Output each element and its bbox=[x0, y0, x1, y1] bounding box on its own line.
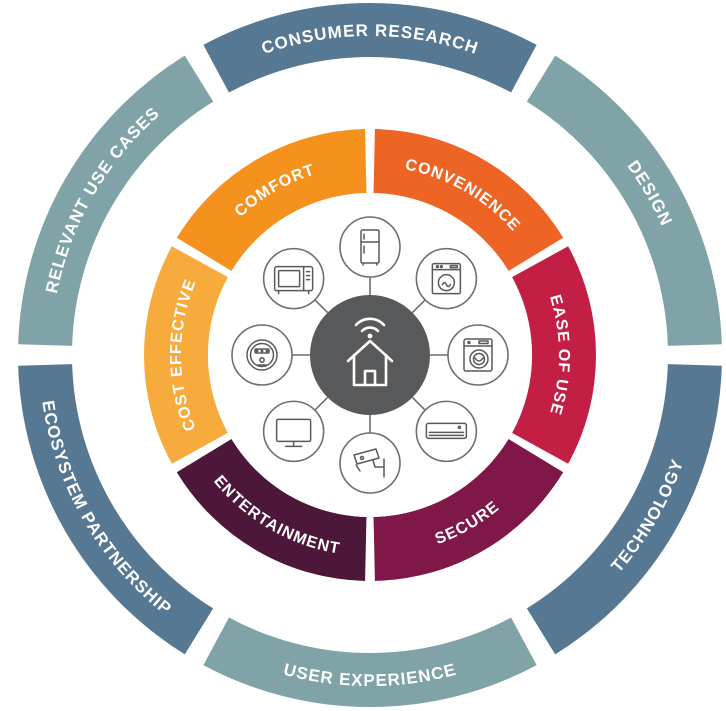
inner-segment-secure bbox=[373, 439, 564, 581]
device-icons bbox=[231, 216, 509, 494]
air-conditioner-device bbox=[415, 400, 478, 463]
device-spokes bbox=[292, 277, 448, 433]
outer-segment-relevant-use-cases bbox=[18, 55, 214, 346]
outer-segment-design bbox=[526, 55, 722, 346]
device-circle bbox=[262, 400, 325, 463]
outer-segment-user-experience bbox=[203, 617, 537, 707]
inner-segment-cost-effective bbox=[144, 246, 228, 464]
inner-segment-convenience bbox=[373, 129, 564, 271]
device-circle bbox=[415, 400, 478, 463]
outer-segment-consumer-research bbox=[203, 2, 537, 93]
spoke-line bbox=[411, 299, 426, 314]
smart-home-wifi-icon bbox=[346, 317, 394, 387]
spoke-line bbox=[314, 299, 329, 314]
microwave-device bbox=[262, 247, 325, 310]
air-conditioner-icon bbox=[425, 422, 468, 440]
dishwasher-icon bbox=[431, 262, 462, 295]
device-circle bbox=[339, 432, 401, 494]
spoke-line bbox=[314, 396, 329, 411]
device-circle bbox=[262, 247, 325, 310]
inner-segment-comfort bbox=[176, 129, 367, 271]
television-device bbox=[262, 400, 325, 463]
hub-circle bbox=[310, 295, 430, 415]
device-circle bbox=[447, 324, 509, 386]
refrigerator-icon bbox=[360, 229, 380, 266]
microwave-icon bbox=[273, 265, 314, 295]
spoke-line bbox=[411, 396, 426, 411]
outer-segment-technology bbox=[526, 364, 722, 655]
refrigerator-device bbox=[339, 216, 401, 278]
security-camera-device bbox=[339, 432, 401, 494]
security-camera-icon bbox=[353, 448, 385, 478]
television-icon bbox=[275, 418, 312, 448]
outer-segment-ecosystem-partnership bbox=[18, 364, 214, 655]
washing-machine-icon bbox=[463, 338, 493, 372]
robot-vacuum-device bbox=[231, 324, 293, 386]
dishwasher-device bbox=[415, 247, 478, 310]
smart-home-hub bbox=[310, 295, 430, 415]
device-circle bbox=[415, 247, 478, 310]
inner-segment-entertainment bbox=[176, 439, 367, 581]
washing-machine-device bbox=[447, 324, 509, 386]
device-circle bbox=[231, 324, 293, 386]
device-circle bbox=[339, 216, 401, 278]
robot-vacuum-icon bbox=[246, 339, 278, 371]
inner-segment-ease-of-use bbox=[512, 246, 596, 464]
